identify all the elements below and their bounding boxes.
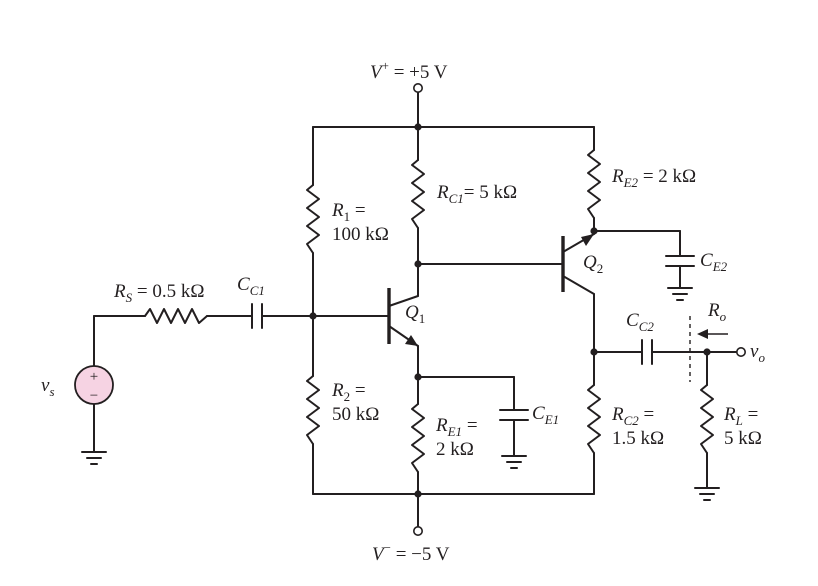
r2-label: R2 = — [331, 380, 366, 404]
vminus-label: V− = −5 V — [372, 540, 450, 565]
rc2-label: RC2 = — [611, 404, 654, 428]
ground-icon — [694, 487, 720, 501]
q1-transistor — [387, 288, 419, 347]
r1-label: R1 = — [331, 200, 366, 224]
rl-value: 5 kΩ — [724, 428, 762, 449]
source-minus-sign: − — [90, 388, 98, 404]
rc2-value: 1.5 kΩ — [612, 428, 664, 449]
q2-label: Q2 — [583, 252, 603, 276]
re2-resistor — [587, 149, 601, 219]
ground-icon — [501, 455, 527, 469]
ce1-label: CE1 — [532, 403, 559, 427]
cc1-capacitor — [251, 303, 263, 329]
ground-icon — [81, 451, 107, 465]
source-circle — [74, 365, 114, 405]
rc1-resistor — [411, 159, 425, 229]
vs-label: vs — [41, 375, 55, 399]
junction-dots — [309, 123, 711, 498]
r2-value: 50 kΩ — [332, 404, 379, 425]
re2-label: RE2 = 2 kΩ — [611, 166, 696, 190]
ce2-capacitor — [665, 255, 695, 267]
rs-label: RS = 0.5 kΩ — [113, 281, 204, 305]
vminus-terminal — [412, 525, 423, 536]
r2-resistor — [306, 375, 320, 445]
rl-label: RL = — [723, 404, 758, 428]
rc2-resistor — [587, 384, 601, 454]
vo-terminal — [735, 346, 746, 357]
re1-resistor — [411, 403, 425, 473]
source-plus-sign: + — [90, 369, 98, 385]
re1-value: 2 kΩ — [436, 439, 474, 460]
vplus-label: V+ = +5 V — [370, 58, 448, 83]
rc1-label: RC1= 5 kΩ — [436, 182, 517, 206]
ce2-label: CE2 — [700, 250, 728, 274]
ground-icon — [667, 287, 693, 301]
r1-resistor — [306, 184, 320, 254]
vo-label: vo — [750, 341, 765, 365]
signal-source: + − — [74, 365, 114, 405]
q2-transistor — [561, 233, 595, 295]
ro-marker — [689, 316, 728, 382]
re1-label: RE1 = — [435, 415, 478, 439]
ce1-capacitor — [499, 409, 529, 421]
vplus-terminal — [412, 83, 423, 94]
rl-resistor — [700, 384, 714, 454]
rs-resistor — [144, 308, 208, 324]
cc2-capacitor — [641, 339, 653, 365]
ro-label: Ro — [707, 300, 727, 324]
cc1-label: CC1 — [237, 274, 265, 298]
r1-value: 100 kΩ — [332, 224, 389, 245]
q1-label: Q1 — [405, 302, 425, 326]
cc2-label: CC2 — [626, 310, 654, 334]
